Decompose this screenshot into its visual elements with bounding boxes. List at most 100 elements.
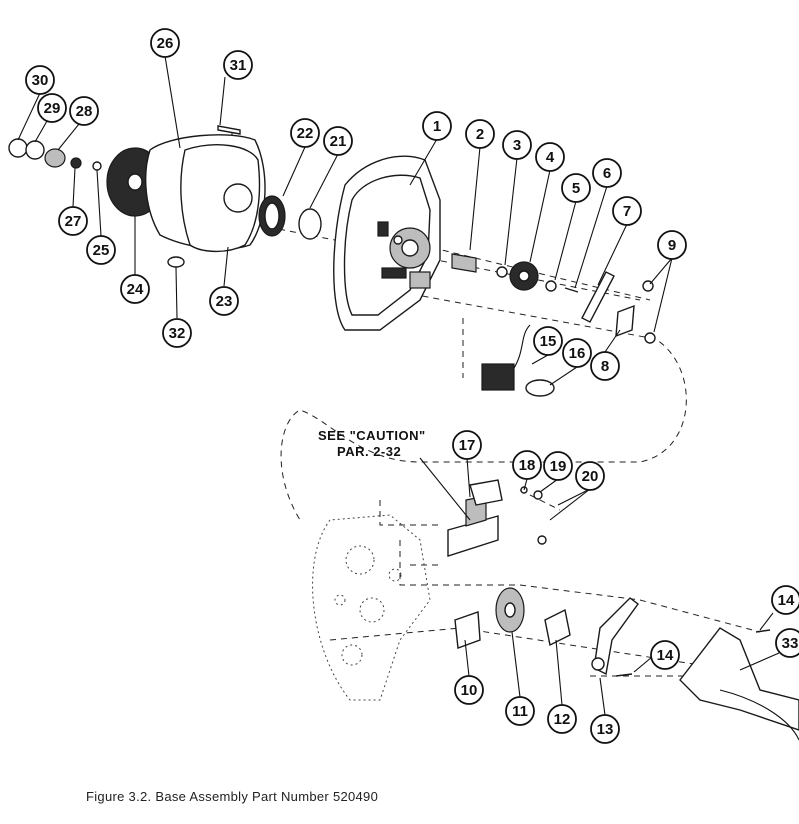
caution-line-1: SEE "CAUTION" xyxy=(318,428,426,443)
svg-text:27: 27 xyxy=(65,213,82,230)
screw-part-27 xyxy=(70,157,82,169)
callout-19: 19 xyxy=(543,451,573,481)
pin-part-31 xyxy=(217,125,241,135)
callout-24: 24 xyxy=(120,274,150,304)
shaft-part-2 xyxy=(451,253,477,273)
callout-6: 6 xyxy=(592,158,622,188)
svg-text:29: 29 xyxy=(44,100,61,117)
callout-15: 15 xyxy=(533,326,563,356)
lower-components xyxy=(447,479,799,741)
washer-part-5 xyxy=(545,280,557,292)
svg-text:31: 31 xyxy=(230,57,247,74)
link-part-7 xyxy=(581,271,615,323)
svg-text:23: 23 xyxy=(216,293,233,310)
svg-text:24: 24 xyxy=(127,281,144,298)
callout-labels: 1 2 3 4 5 6 7 8 9 10 11 12 13 14 14 15 1… xyxy=(25,28,799,744)
callout-14-lower: 14 xyxy=(650,640,680,670)
callout-30: 30 xyxy=(25,65,55,95)
harness-part-33 xyxy=(679,627,799,731)
leader-lines xyxy=(17,55,780,716)
svg-text:14: 14 xyxy=(657,647,674,664)
callout-28: 28 xyxy=(69,96,99,126)
callout-21: 21 xyxy=(323,126,353,156)
cap-part-28 xyxy=(44,148,66,168)
callout-27: 27 xyxy=(58,206,88,236)
callout-25: 25 xyxy=(86,235,116,265)
screw-part-20 xyxy=(537,535,547,545)
bracket-part-8 xyxy=(615,304,635,338)
svg-text:30: 30 xyxy=(32,72,49,89)
svg-text:2: 2 xyxy=(476,126,484,143)
svg-text:8: 8 xyxy=(601,358,609,375)
callout-20: 20 xyxy=(575,461,605,491)
pin-part-32 xyxy=(167,256,185,268)
svg-text:9: 9 xyxy=(668,237,676,254)
callout-13: 13 xyxy=(590,714,620,744)
lever-part-13 xyxy=(593,597,639,676)
callout-17: 17 xyxy=(452,430,482,460)
svg-text:4: 4 xyxy=(546,149,555,166)
svg-text:32: 32 xyxy=(169,325,186,342)
svg-text:10: 10 xyxy=(461,682,478,699)
caution-line-2: PAR. 2-32 xyxy=(337,444,401,459)
callout-11: 11 xyxy=(505,696,535,726)
callout-16: 16 xyxy=(562,338,592,368)
callout-32: 32 xyxy=(162,318,192,348)
washer-part-19 xyxy=(533,490,543,500)
washer-part-29 xyxy=(25,140,45,160)
callout-31: 31 xyxy=(223,50,253,80)
callout-3: 3 xyxy=(502,130,532,160)
svg-text:7: 7 xyxy=(623,203,631,220)
callout-5: 5 xyxy=(561,173,591,203)
svg-text:18: 18 xyxy=(519,457,536,474)
svg-text:21: 21 xyxy=(330,133,347,150)
callout-1: 1 xyxy=(422,111,452,141)
svg-text:11: 11 xyxy=(512,703,528,720)
cam-part-10 xyxy=(454,611,481,649)
nut-part-25 xyxy=(92,161,102,171)
cover-part-23 xyxy=(180,144,261,253)
switch-part-15 xyxy=(481,363,515,391)
callout-10: 10 xyxy=(454,675,484,705)
svg-text:6: 6 xyxy=(603,165,611,182)
left-components xyxy=(8,125,322,268)
svg-text:33: 33 xyxy=(782,635,799,652)
caution-note: SEE "CAUTION" PAR. 2-32 xyxy=(318,428,426,459)
figure-caption: Figure 3.2. Base Assembly Part Number 52… xyxy=(86,789,379,804)
svg-text:17: 17 xyxy=(459,437,476,454)
svg-text:15: 15 xyxy=(540,333,557,350)
callout-33: 33 xyxy=(775,628,799,658)
callout-22: 22 xyxy=(290,118,320,148)
callout-29: 29 xyxy=(37,93,67,123)
svg-text:22: 22 xyxy=(297,125,314,142)
svg-text:26: 26 xyxy=(157,35,174,52)
nut-part-9b xyxy=(644,332,656,344)
svg-text:20: 20 xyxy=(582,468,599,485)
base-plate xyxy=(312,514,431,701)
svg-text:14: 14 xyxy=(778,592,795,609)
shield-plate-part-1 xyxy=(333,155,441,331)
insulator-part-16 xyxy=(525,379,555,397)
svg-text:3: 3 xyxy=(513,137,521,154)
rotor-part-12 xyxy=(544,608,571,647)
svg-text:5: 5 xyxy=(572,180,580,197)
callout-23: 23 xyxy=(209,286,239,316)
callout-4: 4 xyxy=(535,142,565,172)
callout-12: 12 xyxy=(547,704,577,734)
spring-part-6 xyxy=(564,287,579,293)
callout-18: 18 xyxy=(512,450,542,480)
washer-part-21 xyxy=(298,208,322,240)
screw-part-14a xyxy=(755,629,771,633)
right-upper-components xyxy=(451,253,656,397)
svg-text:28: 28 xyxy=(76,103,93,120)
svg-text:1: 1 xyxy=(433,118,441,135)
callout-2: 2 xyxy=(465,119,495,149)
svg-text:25: 25 xyxy=(93,242,110,259)
svg-text:16: 16 xyxy=(569,345,586,362)
washer-part-30 xyxy=(8,138,28,158)
callout-8: 8 xyxy=(590,351,620,381)
callout-7: 7 xyxy=(612,196,642,226)
callout-26: 26 xyxy=(150,28,180,58)
callout-9: 9 xyxy=(657,230,687,260)
